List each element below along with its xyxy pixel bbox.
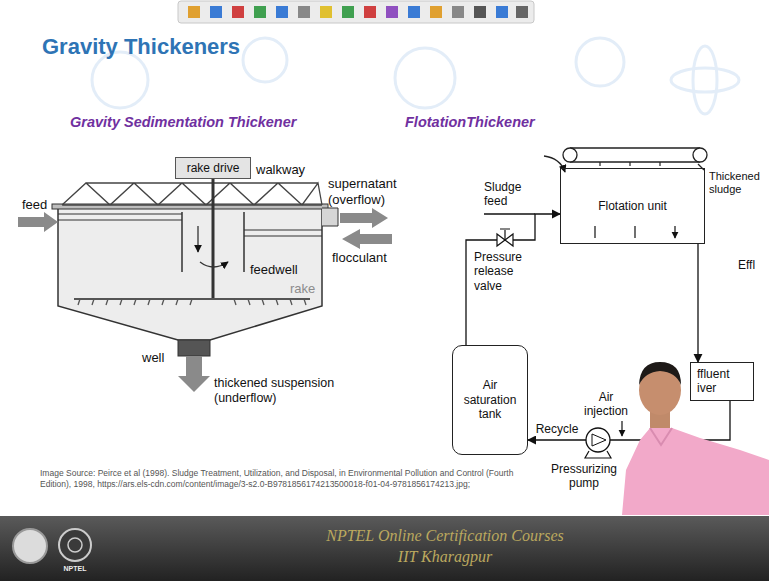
sludge-ramp — [698, 164, 704, 170]
part-label: feedwell — [250, 262, 298, 278]
toolbar-icon — [516, 6, 528, 18]
thickener-tank — [58, 208, 322, 340]
institute-logo — [68, 538, 82, 552]
footer-text: NPTEL Online Certification Courses — [285, 526, 605, 545]
stream-label: flocculant — [332, 250, 387, 266]
walkway-truss — [62, 183, 322, 205]
watermark-icon — [395, 48, 455, 108]
footer-text: IIT Kharagpur — [285, 547, 605, 566]
saturation-tank: Air saturation tank — [452, 345, 528, 455]
receiver-box: ffluent iver — [690, 362, 754, 401]
pump-symbol — [592, 434, 606, 446]
flow-line — [697, 244, 698, 362]
toolbar-icon — [452, 6, 464, 18]
part-label: walkway — [256, 162, 305, 178]
toolbar-icon — [298, 6, 310, 18]
subheading: FlotationThickener — [405, 114, 535, 131]
watermark-icon — [671, 68, 739, 92]
toolbar-icon — [430, 6, 442, 18]
toolbar-icon — [210, 6, 222, 18]
toolbar-icon — [276, 6, 288, 18]
watermark-icon — [243, 38, 287, 82]
institute-logo — [13, 529, 47, 563]
stream-label: Sludge feed — [484, 180, 534, 209]
presenter-shirt — [622, 428, 769, 515]
flow-arrow — [197, 226, 198, 252]
watermark-icon — [576, 38, 624, 86]
conveyor-roller — [693, 148, 707, 162]
watermark-icon — [693, 46, 717, 114]
drive-shaft — [212, 170, 215, 300]
sludge-feed-pipe — [484, 213, 535, 214]
conveyor-flight — [600, 162, 660, 166]
presenter-hair — [639, 362, 681, 385]
watermark-icon — [92, 52, 148, 108]
rake-tooth — [78, 299, 306, 305]
footer-band — [0, 516, 769, 581]
flocculant-pipe — [244, 230, 322, 236]
toolbar-icon — [474, 6, 486, 18]
pump-symbol — [586, 428, 610, 452]
node-text: rake drive — [187, 161, 240, 175]
node-text: Flotation unit — [598, 199, 667, 213]
stream-label: thickened suspension (underflow) — [214, 376, 354, 406]
part-label: Pressurizing pump — [546, 462, 622, 491]
conveyor-belt — [570, 148, 700, 162]
rotation-arrow — [200, 262, 228, 267]
toolbar-icon — [364, 6, 376, 18]
part-label: well — [142, 350, 164, 366]
conveyor-roller — [563, 148, 577, 162]
overflow-arrow — [340, 208, 388, 228]
stream-label: Air injection — [578, 390, 634, 419]
flow-label: Recycle — [534, 422, 580, 436]
air-injection-arrow — [621, 421, 622, 436]
part-label: rake — [290, 281, 315, 297]
subheading: Gravity Sedimentation Thickener — [70, 114, 296, 131]
feed-curve-arrow — [544, 156, 565, 172]
feed-arrow — [18, 212, 58, 232]
pump-symbol — [585, 451, 611, 458]
toolbar-icon — [188, 6, 200, 18]
valve-symbol — [500, 229, 510, 240]
presenter-collar — [650, 428, 672, 445]
toolbar-icon — [342, 6, 354, 18]
toolbar-icon — [232, 6, 244, 18]
bubble-arrow — [595, 226, 675, 238]
logo-text: NPTEL — [55, 565, 95, 573]
stream-label: supernatant (overflow) — [328, 176, 406, 207]
overflow-launder — [322, 208, 338, 226]
drive-box: rake drive — [175, 157, 251, 179]
stream-label: feed — [22, 197, 47, 213]
toolbar — [178, 1, 534, 23]
flocculant-arrow — [342, 229, 392, 249]
stream-label: Effl — [738, 258, 755, 272]
underflow-arrow — [178, 356, 210, 392]
image-source: Image Source: Peirce et al (1998). Sludg… — [40, 468, 540, 489]
toolbar-icon — [320, 6, 332, 18]
node-text: ffluent iver — [697, 367, 747, 396]
toolbar-icon — [496, 6, 508, 18]
flow-line — [528, 401, 730, 440]
flotation-tank: Flotation unit — [560, 168, 705, 244]
institute-logo — [59, 529, 91, 561]
slide-title: Gravity Thickeners — [42, 34, 240, 60]
feed-pipe — [58, 214, 182, 220]
toolbar-icon — [254, 6, 266, 18]
node-text: Air saturation tank — [457, 378, 523, 421]
toolbar-icon — [386, 6, 398, 18]
stream-label: Thickened sludge — [709, 170, 765, 196]
part-label: Pressure release valve — [474, 250, 540, 293]
toolbar-icon — [408, 6, 420, 18]
flow-line — [466, 214, 560, 345]
sludge-well — [178, 340, 210, 356]
